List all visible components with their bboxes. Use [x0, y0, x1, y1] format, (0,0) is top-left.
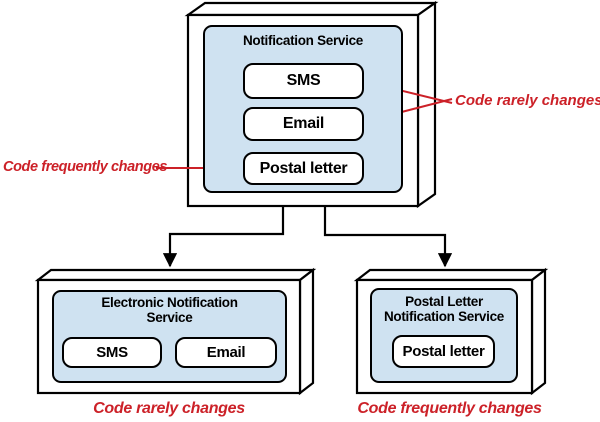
caption-right-code-frequently-changes: Code frequently changes — [357, 400, 542, 417]
bottom-left-node-top-face — [34, 268, 317, 282]
component-sms-left-node: SMS — [62, 337, 162, 368]
component-postal-letter-right-node: Postal letter — [392, 335, 495, 368]
bottom-left-node-title: Electronic Notification Service — [52, 295, 287, 325]
bottom-right-title-line1: Postal Letter — [405, 294, 483, 309]
bottom-right-node-top-face — [353, 268, 549, 282]
connector-to-right-node — [323, 206, 453, 268]
annotation-code-frequently-changes: Code frequently changes — [3, 159, 168, 175]
connector-to-left-node — [162, 206, 285, 268]
bottom-left-node-right-face — [298, 267, 315, 396]
component-sms: SMS — [243, 63, 364, 99]
top-node-title: Notification Service — [242, 33, 364, 48]
bottom-right-title-line2: Notification Service — [383, 308, 505, 324]
caption-left-code-rarely-changes: Code rarely changes — [93, 400, 245, 417]
bottom-left-title-line1: Electronic Notification — [101, 295, 238, 310]
component-email: Email — [243, 107, 364, 141]
top-node-top-face — [184, 1, 439, 17]
annotation-code-rarely-changes: Code rarely changes — [455, 92, 600, 109]
component-email-left-node: Email — [175, 337, 277, 368]
bottom-left-title-line2: Service — [146, 309, 193, 325]
bottom-right-node-title: Postal Letter Notification Service — [370, 294, 518, 324]
component-postal-letter: Postal letter — [243, 152, 364, 185]
bottom-right-node-right-face — [530, 267, 547, 396]
